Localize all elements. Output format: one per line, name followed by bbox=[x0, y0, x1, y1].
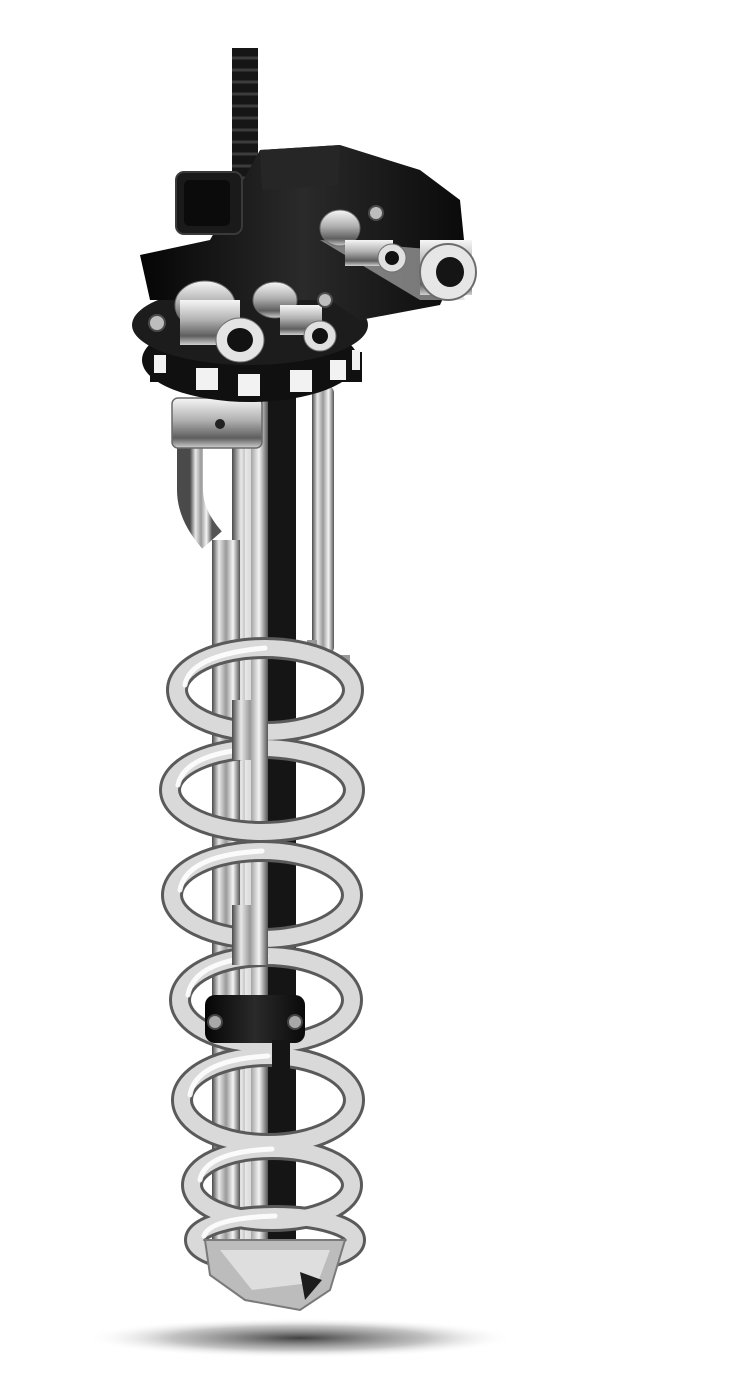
bottom-foot bbox=[203, 1239, 347, 1312]
front-tube-overlay bbox=[232, 700, 268, 965]
tube-clamp-bottom bbox=[205, 995, 305, 1110]
floor-shadow bbox=[85, 1318, 515, 1358]
nozzle-rear-large bbox=[419, 240, 477, 301]
housing-screws bbox=[148, 205, 384, 332]
nozzle-front-left bbox=[174, 280, 265, 363]
nozzle-rear-small bbox=[319, 209, 407, 273]
nozzle-front-mid bbox=[252, 281, 337, 352]
tube-clamp-top bbox=[171, 397, 263, 449]
